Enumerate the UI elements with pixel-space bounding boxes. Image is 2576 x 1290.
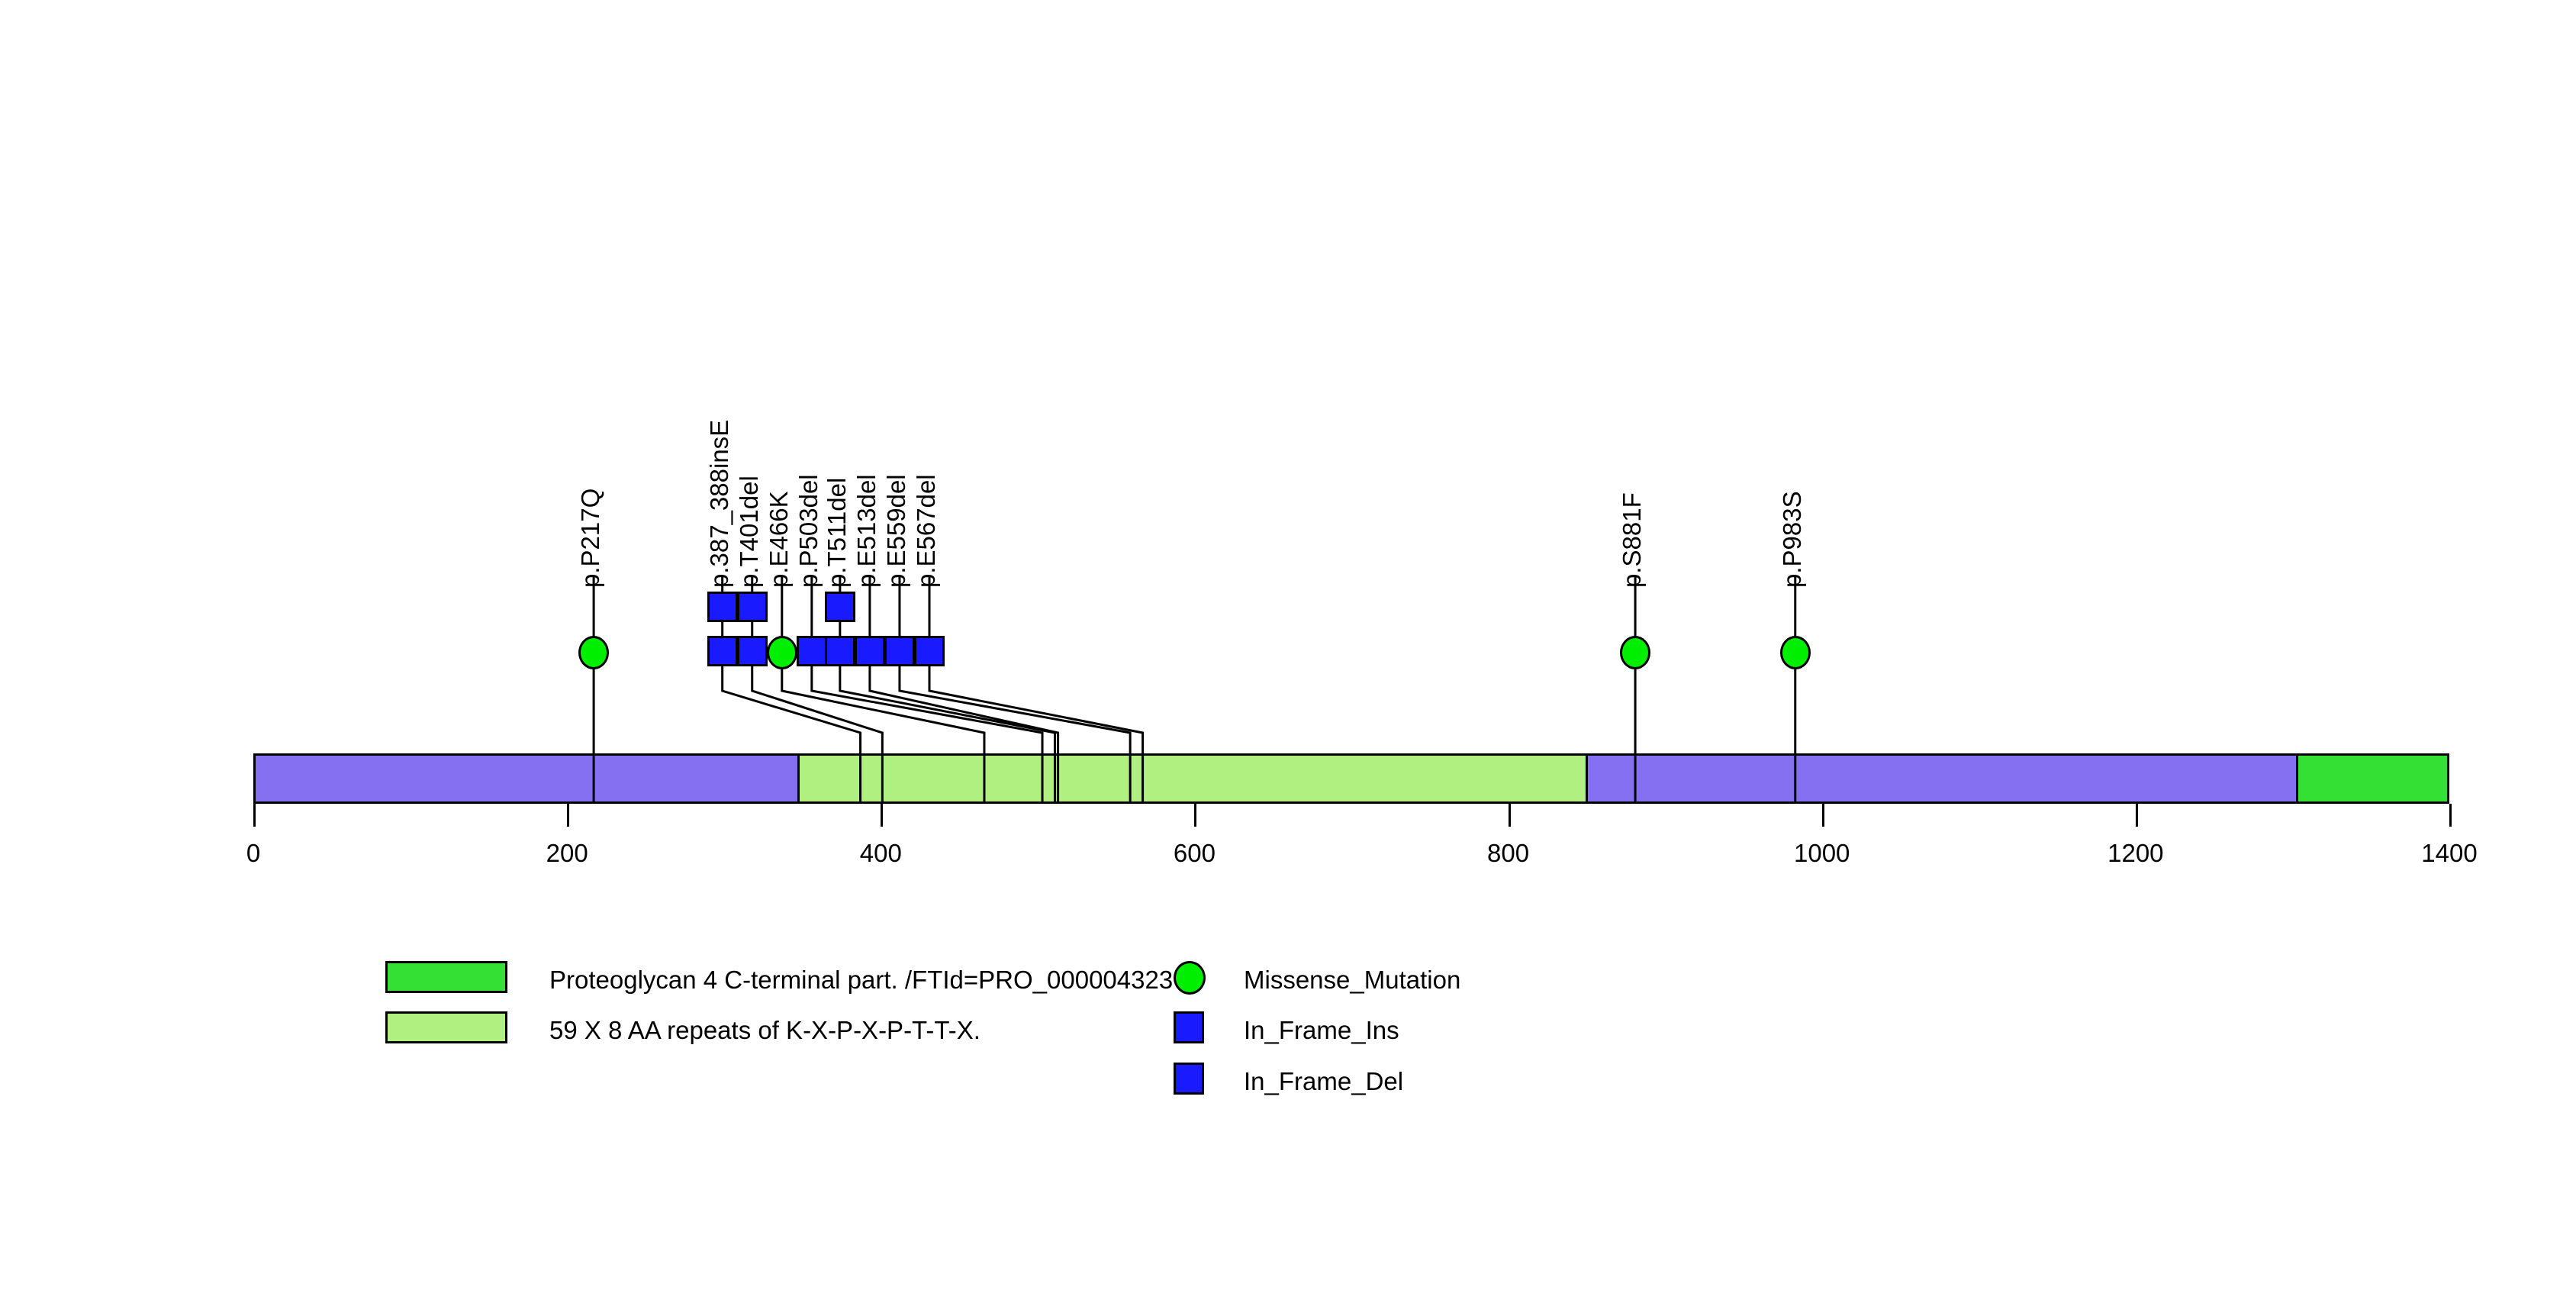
- legend-mutation-label: Missense_Mutation: [1244, 966, 1461, 994]
- mutation-label: p.T511del: [822, 477, 851, 588]
- legend-domain-swatch: [385, 1011, 507, 1043]
- axis-tick-label: 200: [546, 839, 588, 867]
- mutation-label: p.S881F: [1618, 492, 1647, 588]
- protein-domain[interactable]: [797, 753, 1589, 804]
- legend-mutation-label: In_Frame_Ins: [1244, 1016, 1399, 1044]
- axis-tick-label: 1400: [2421, 839, 2478, 867]
- legend-mutation-marker: [1174, 1011, 1204, 1043]
- mutation-marker-circle[interactable]: [578, 636, 610, 669]
- mutation-label: p.E559del: [881, 474, 910, 588]
- mutation-label: p.T401del: [734, 476, 763, 588]
- mutation-marker-square[interactable]: [884, 636, 915, 666]
- mutation-marker-circle[interactable]: [766, 636, 797, 669]
- mutation-label: p.E466K: [764, 491, 793, 588]
- axis-tick: [1821, 804, 1824, 827]
- mutation-marker-circle[interactable]: [1620, 636, 1651, 669]
- axis-tick-label: 0: [246, 839, 261, 867]
- axis-tick: [881, 804, 884, 827]
- axis-tick-label: 800: [1487, 839, 1530, 867]
- mutation-label: p.E513del: [852, 474, 881, 588]
- mutation-marker-circle[interactable]: [1779, 636, 1811, 669]
- mutation-marker-square[interactable]: [824, 592, 855, 622]
- legend-mutation-marker: [1174, 961, 1206, 995]
- mutation-marker-square[interactable]: [854, 636, 885, 666]
- axis-tick-label: 600: [1173, 839, 1216, 867]
- axis-tick: [1508, 804, 1511, 827]
- legend-domain-swatch: [385, 961, 507, 993]
- axis-tick: [1194, 804, 1197, 827]
- mutation-marker-square[interactable]: [914, 636, 945, 666]
- mutation-marker-square[interactable]: [707, 636, 738, 666]
- mutation-marker-square[interactable]: [796, 636, 827, 666]
- axis-tick: [2449, 804, 2452, 827]
- axis-tick: [253, 804, 256, 827]
- mutation-marker-square[interactable]: [707, 592, 738, 622]
- mutation-label: p.P983S: [1777, 491, 1806, 588]
- mutation-label: p.P217Q: [576, 488, 605, 588]
- mutation-marker-square[interactable]: [736, 636, 768, 666]
- axis-tick-label: 1000: [1793, 839, 1850, 867]
- legend-domain-label: 59 X 8 AA repeats of K-X-P-X-P-T-T-X.: [549, 1016, 980, 1044]
- mutation-marker-square[interactable]: [736, 592, 768, 622]
- legend-domain-label: Proteoglycan 4 C-terminal part. /FTId=PR…: [549, 966, 1174, 994]
- mutation-marker-square[interactable]: [824, 636, 855, 666]
- mutation-label: p.E567del: [912, 474, 940, 588]
- axis-tick-label: 400: [859, 839, 902, 867]
- axis-tick: [2135, 804, 2138, 827]
- legend-mutation-label: In_Frame_Del: [1244, 1067, 1404, 1095]
- axis-tick: [567, 804, 570, 827]
- mutation-label: p.P503del: [794, 474, 823, 588]
- legend-mutation-marker: [1174, 1063, 1204, 1095]
- protein-domain[interactable]: [2295, 753, 2449, 804]
- mutation-label: p.387_388insE: [704, 419, 733, 588]
- axis-tick-label: 1200: [2107, 839, 2164, 867]
